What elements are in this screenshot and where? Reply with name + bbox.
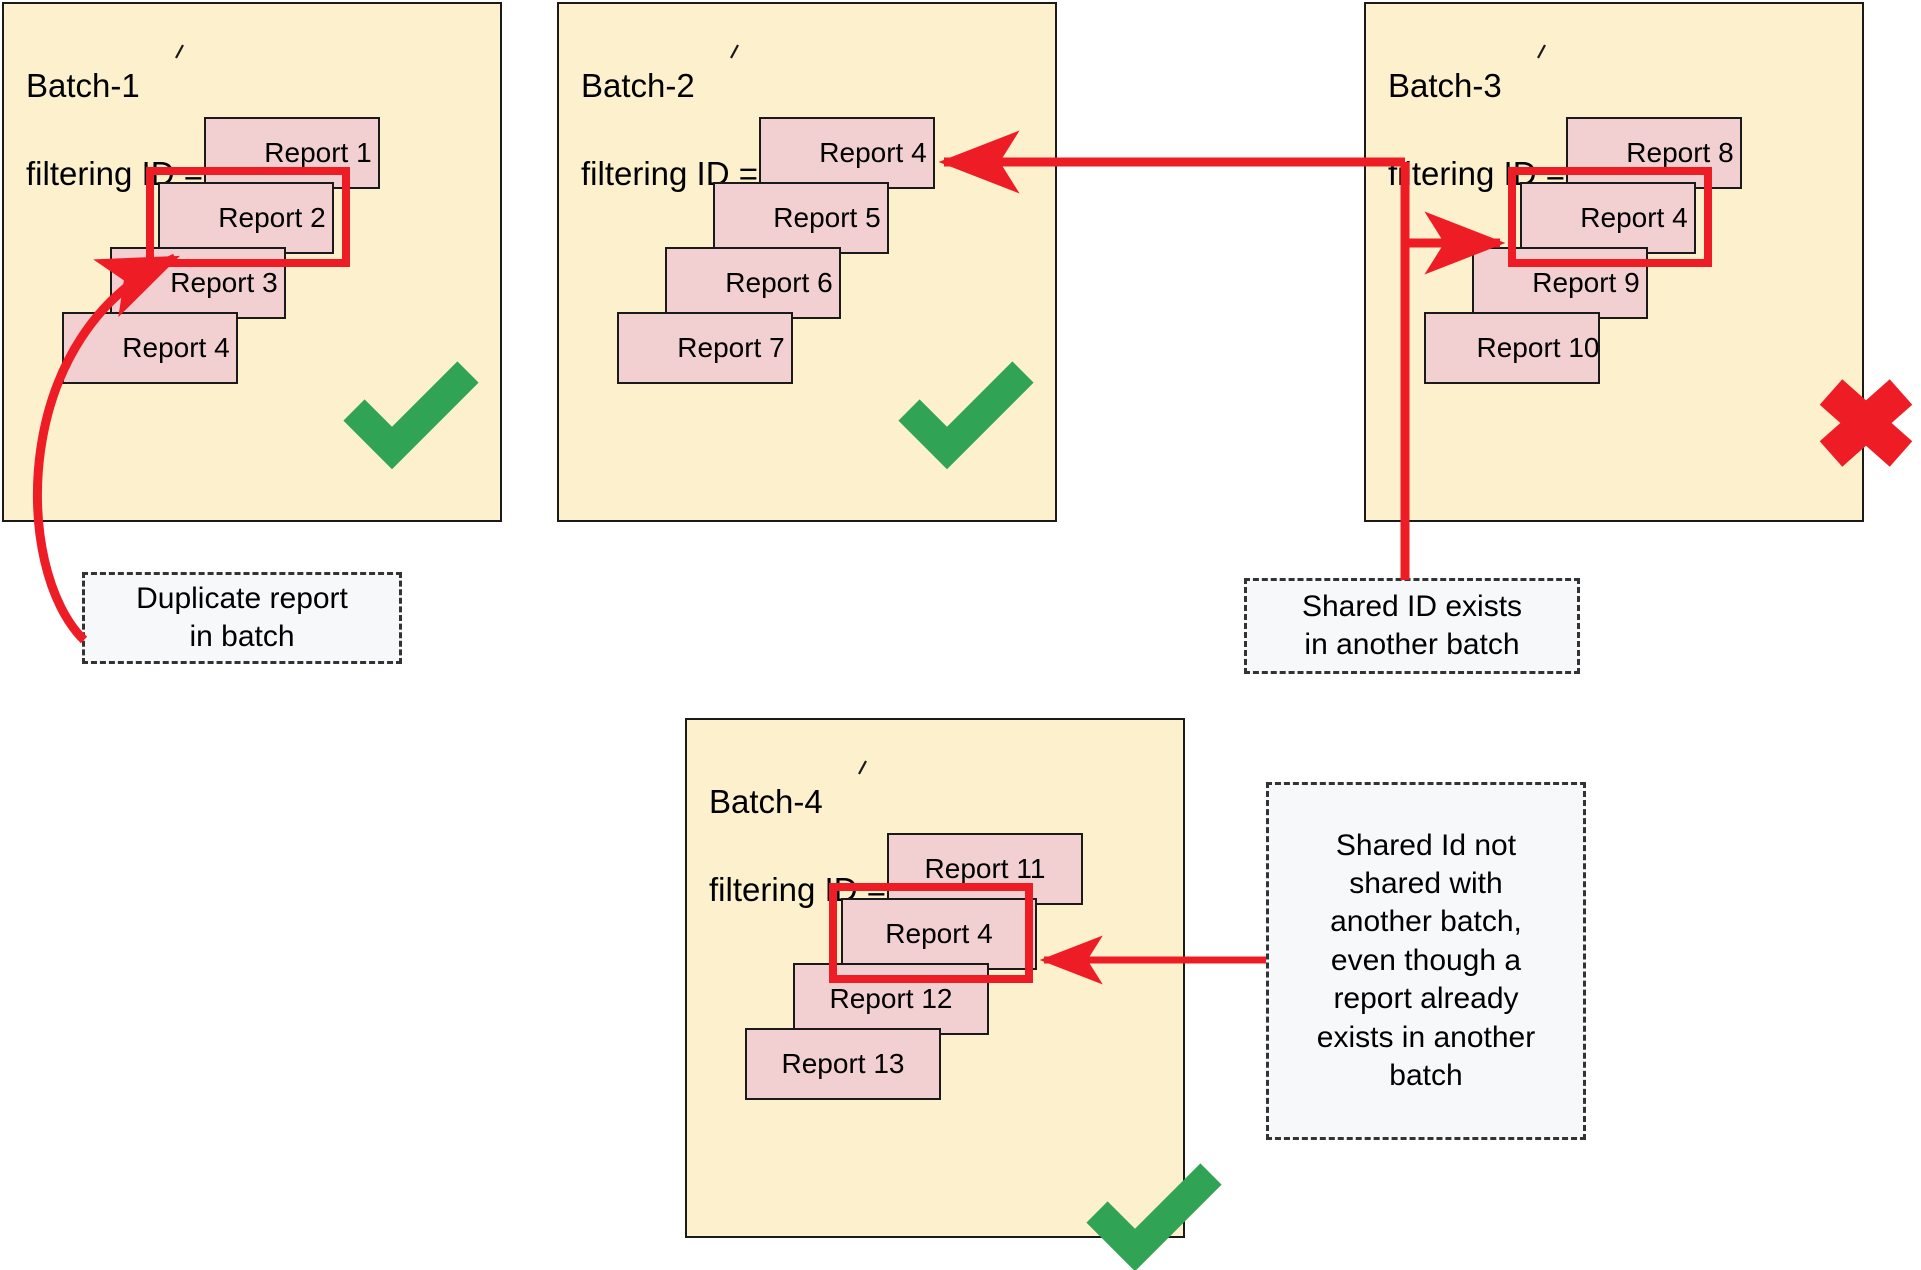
batch-2-report-3: Report 6 [665, 247, 841, 319]
batch-2-title: Batch-2 filtering ID = 0 [581, 20, 786, 196]
batch-1-report-3: Report 3 [110, 247, 286, 319]
batch-3-report-3-label: Report 9 [1532, 267, 1640, 298]
batch-4-report-1-label: Report 11 [924, 853, 1046, 884]
batch-1-report-4-label: Report 4 [122, 332, 230, 363]
batch-3-report-4-label: Report 10 [1476, 332, 1600, 363]
batch-1-name: Batch-1 [26, 66, 140, 104]
batch-1-report-2: Report 2 [158, 182, 334, 254]
batch-4-report-3-label: Report 12 [829, 983, 953, 1014]
duplicate-report-callout: Duplicate report in batch [82, 572, 402, 664]
batch-3-report-2: Report 4 [1520, 182, 1696, 254]
batch-1-report-1-label: Report 1 [264, 137, 372, 168]
batch-3-report-4: Report 10 [1424, 312, 1600, 384]
batch-2-report-2-label: Report 5 [773, 202, 881, 233]
batch-panel-4: Batch-4 filtering ID = 1 Report 11 Repor… [685, 718, 1185, 1238]
batch-3-name: Batch-3 [1388, 66, 1502, 104]
shared-id-exists-callout: Shared ID exists in another batch [1244, 578, 1580, 674]
batch-4-report-1: Report 11 [887, 833, 1083, 905]
batch-4-report-2: Report 4 [841, 898, 1037, 970]
batch-2-report-1-label: Report 4 [819, 137, 927, 168]
shared-id-not-shared-callout: Shared Id not shared with another batch,… [1266, 782, 1586, 1140]
batch-4-report-4-label: Report 13 [781, 1048, 905, 1079]
batch-4-report-4: Report 13 [745, 1028, 941, 1100]
batch-1-report-2-label: Report 2 [218, 202, 326, 233]
batch-2-report-4-label: Report 7 [677, 332, 785, 363]
batch-1-report-1: Report 1 [204, 117, 380, 189]
batch-3-report-1: Report 8 [1566, 117, 1742, 189]
batch-3-report-2-label: Report 4 [1580, 202, 1688, 233]
batch-4-report-3: Report 12 [793, 963, 989, 1035]
batch-panel-2: Batch-2 filtering ID = 0 Report 4 Report… [557, 2, 1057, 522]
batch-4-report-2-label: Report 4 [885, 918, 993, 949]
batch-3-report-3: Report 9 [1472, 247, 1648, 319]
batch-2-name: Batch-2 [581, 66, 695, 104]
batch-4-name: Batch-4 [709, 782, 823, 820]
batch-1-title: Batch-1 filtering ID = 0 [26, 20, 231, 196]
batch-2-report-1: Report 4 [759, 117, 935, 189]
batch-2-report-4: Report 7 [617, 312, 793, 384]
batch-2-report-3-label: Report 6 [725, 267, 833, 298]
batch-3-report-1-label: Report 8 [1626, 137, 1734, 168]
batch-1-report-4: Report 4 [62, 312, 238, 384]
batch-1-report-3-label: Report 3 [170, 267, 278, 298]
batch-4-title: Batch-4 filtering ID = 1 [709, 736, 914, 912]
batch-3-title: Batch-3 filtering ID = 0 [1388, 20, 1593, 196]
batch-panel-3: Batch-3 filtering ID = 0 Report 8 Report… [1364, 2, 1864, 522]
batch-2-report-2: Report 5 [713, 182, 889, 254]
batch-panel-1: Batch-1 filtering ID = 0 Report 1 Report… [2, 2, 502, 522]
